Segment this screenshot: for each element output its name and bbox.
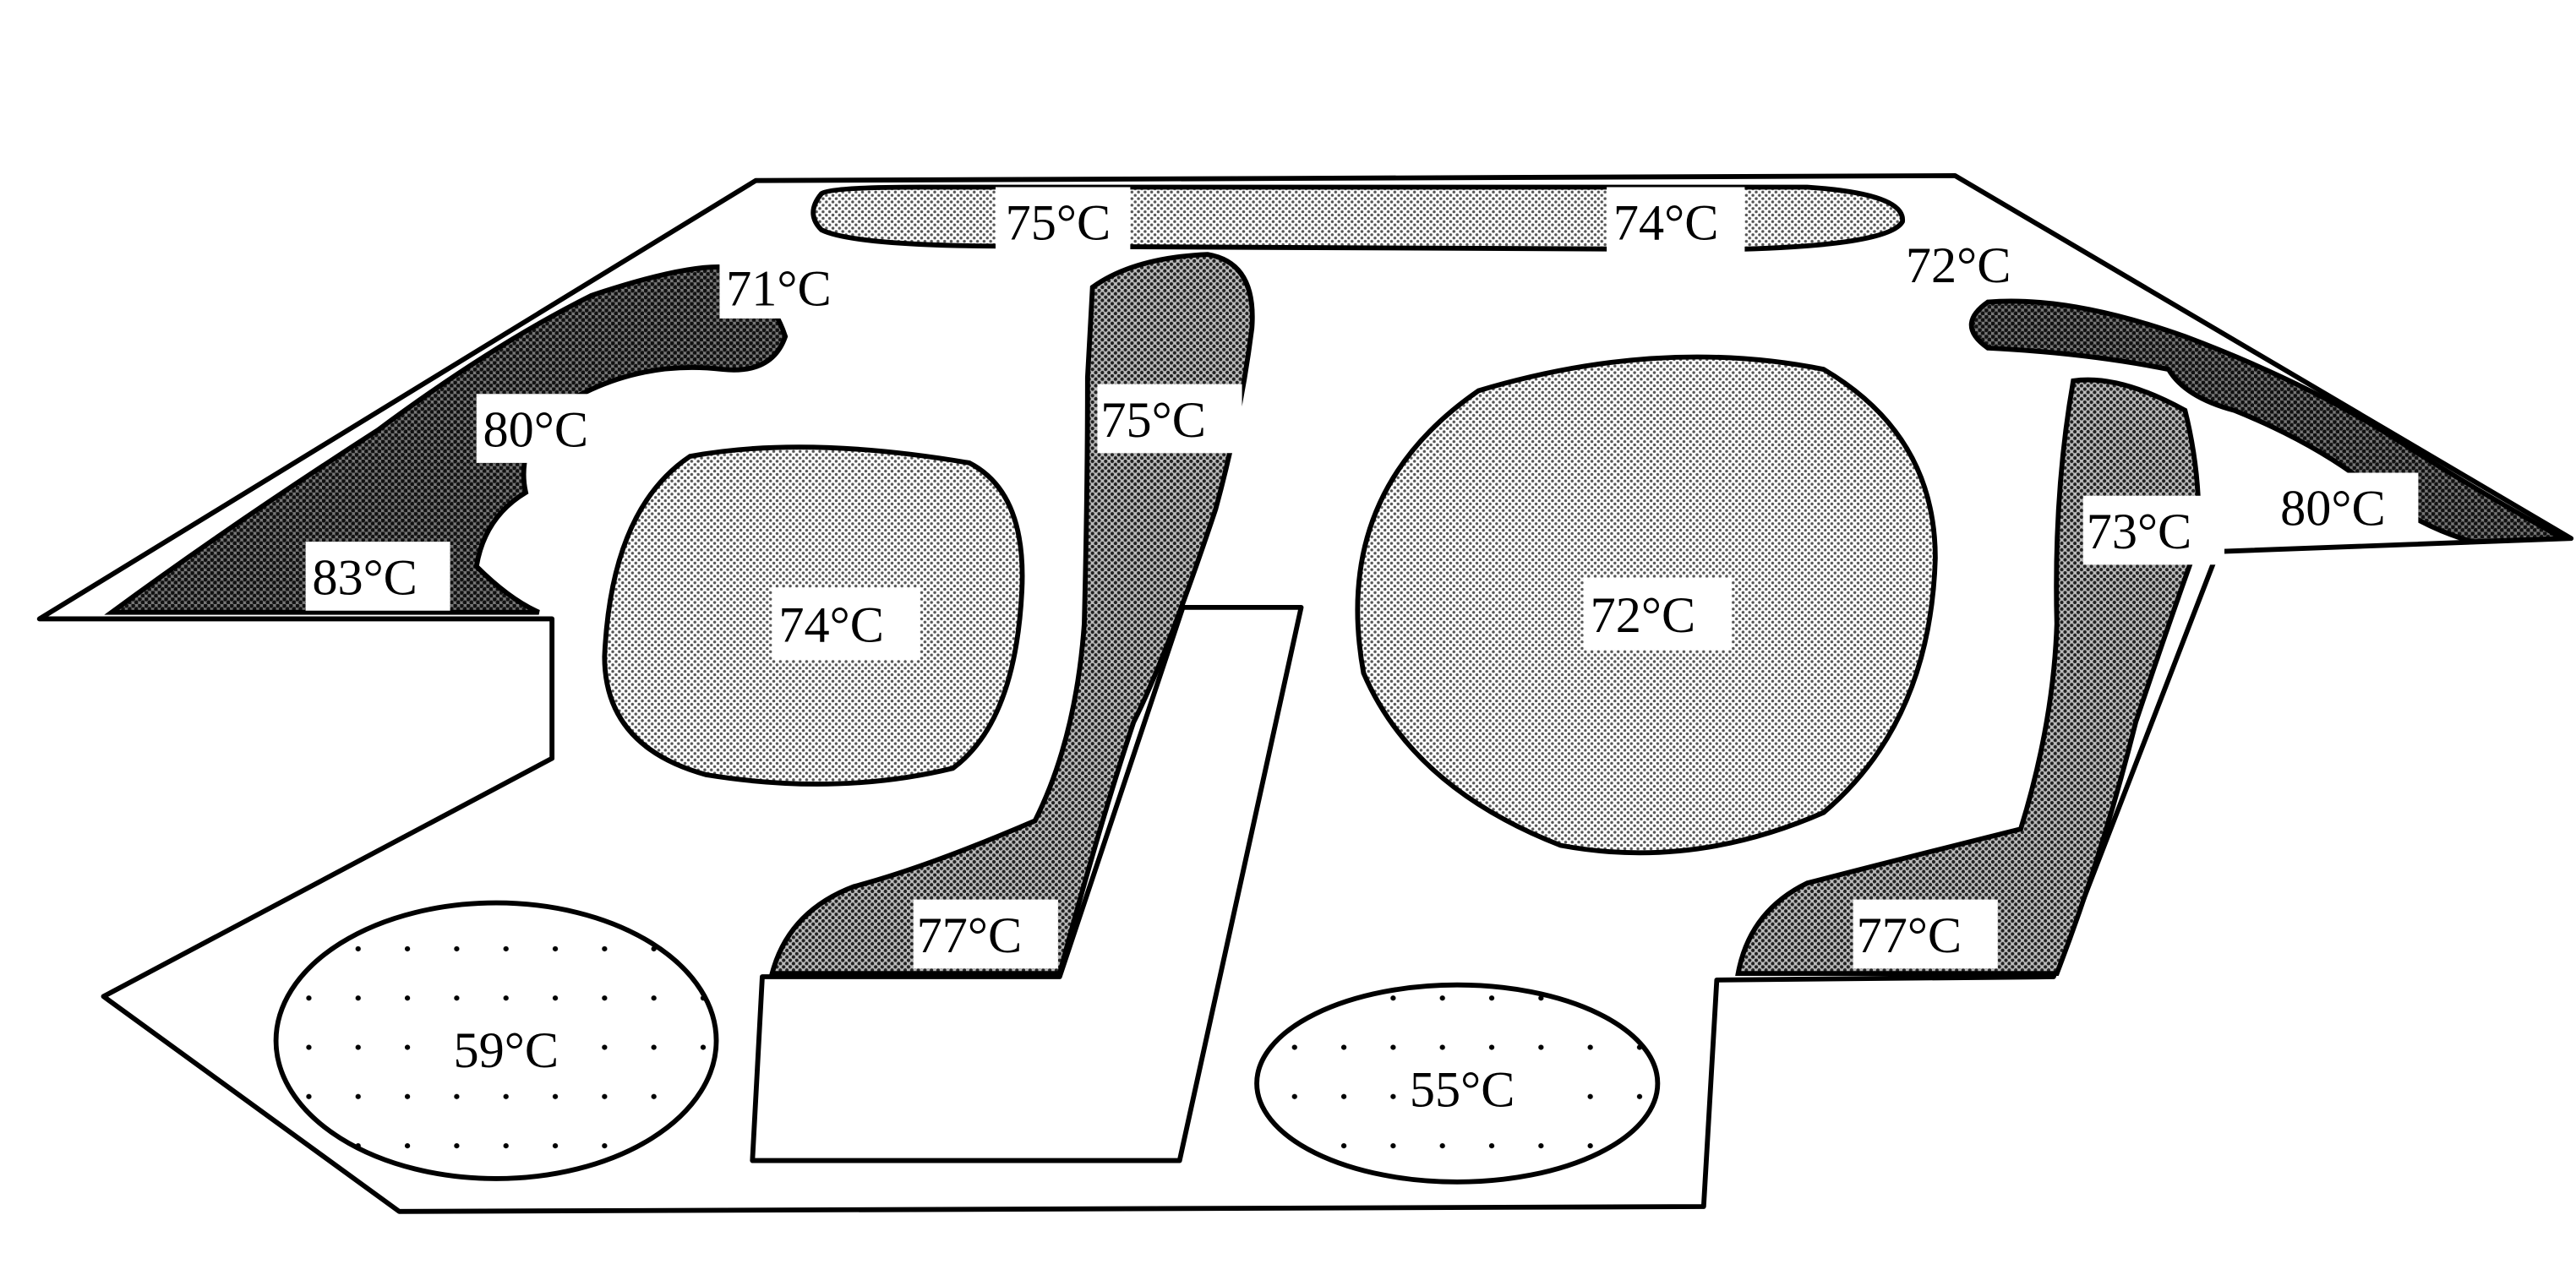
label-lower-left-oval: 59°C <box>454 1022 559 1079</box>
inner-cutout <box>750 604 1304 1163</box>
label-left-middle: 80°C <box>483 401 589 458</box>
label-left-oval: 74°C <box>778 597 884 654</box>
upper-left-dark-zone <box>104 264 789 615</box>
label-right-column: 73°C <box>2087 504 2192 560</box>
label-right-wing: 80°C <box>2280 481 2386 537</box>
label-large-right-oval: 72°C <box>1591 587 1696 644</box>
label-upper-right-corner: 72°C <box>1906 237 2011 294</box>
label-upper-left-corner: 71°C <box>726 260 832 317</box>
label-right-column-bottom: 77°C <box>1857 907 1962 964</box>
label-center-column-top: 75°C <box>1100 392 1206 449</box>
label-left-bottom: 83°C <box>312 549 418 606</box>
temperature-labels: 75°C 74°C 71°C 80°C 83°C 75°C 74°C 77°C … <box>305 187 2419 1123</box>
label-lower-center-oval: 55°C <box>1410 1061 1515 1118</box>
label-top-right: 74°C <box>1613 195 1719 252</box>
label-top-left: 75°C <box>1006 195 1111 252</box>
label-center-column-bottom: 77°C <box>917 907 1023 964</box>
